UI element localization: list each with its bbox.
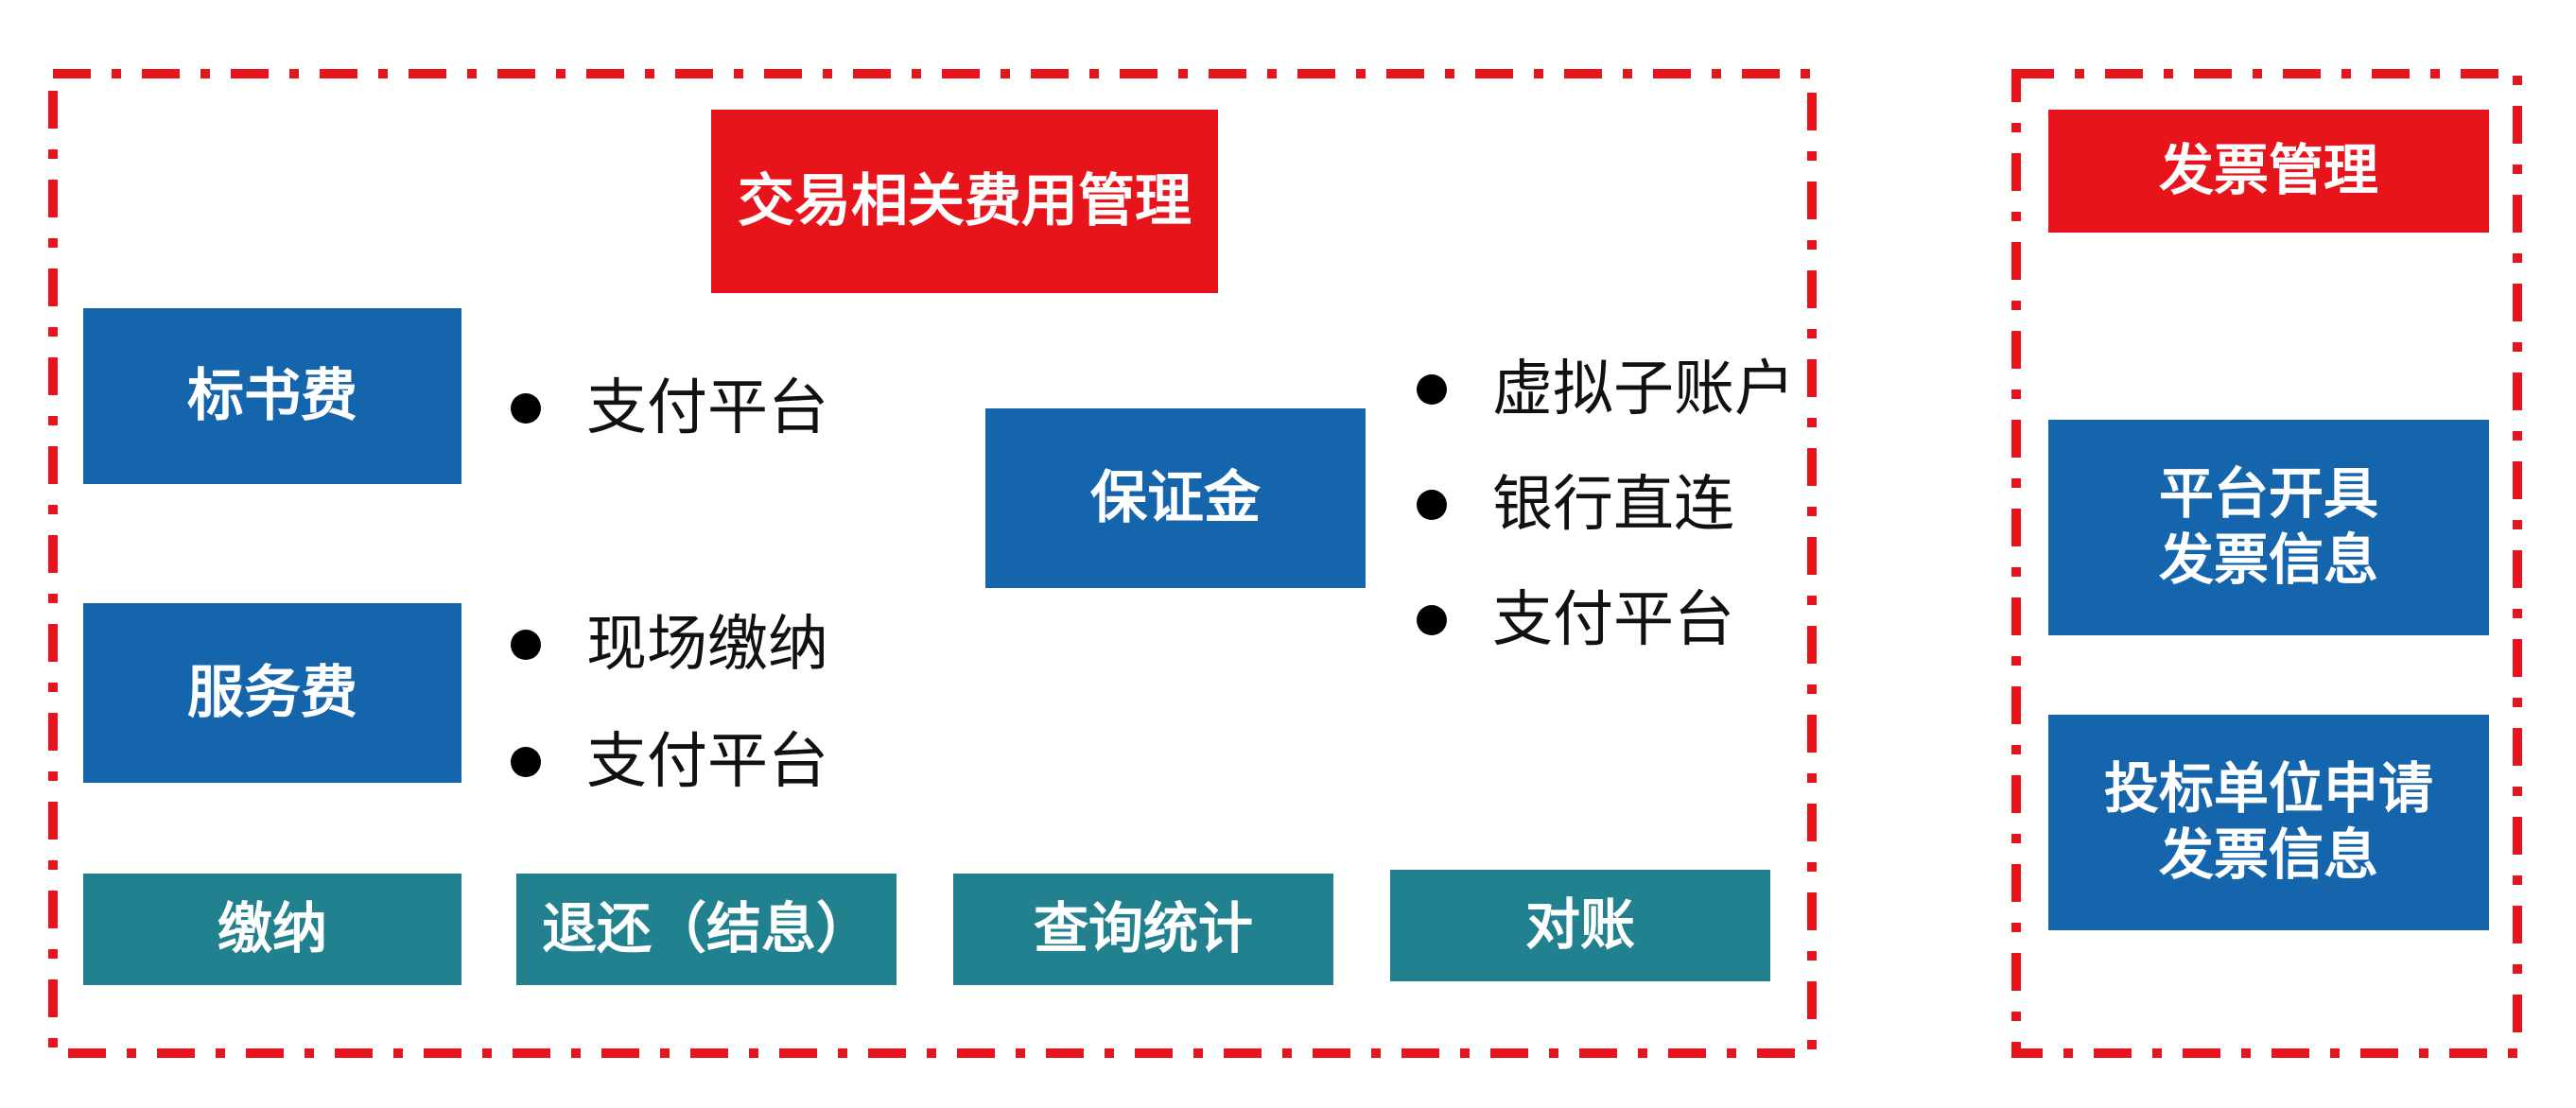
deposit-methods: 虚拟子账户 银行直连 支付平台 — [1417, 352, 1795, 658]
operation-reconciliation: 对账 — [1390, 870, 1770, 981]
operation-pay: 缴纳 — [83, 874, 461, 985]
platform-invoice-line1: 平台开具 — [2158, 461, 2378, 527]
platform-invoice-label: 平台开具 发票信息 — [2159, 461, 2378, 593]
operation-refund-interest: 退还（结息） — [516, 874, 896, 985]
bullet-icon — [1417, 605, 1447, 635]
tender-doc-fee-box: 标书费 — [83, 308, 461, 484]
method-label: 现场缴纳 — [586, 610, 828, 680]
list-item: 现场缴纳 — [511, 607, 828, 683]
fee-management-frame-border — [48, 69, 1817, 1058]
bullet-icon — [511, 393, 541, 424]
bullet-icon — [511, 747, 541, 777]
invoice-management-frame-border — [2011, 69, 2522, 1058]
invoice-management-title: 发票管理 — [2048, 110, 2489, 233]
method-label: 支付平台 — [586, 373, 828, 443]
method-label: 虚拟子账户 — [1492, 355, 1795, 424]
tender-doc-fee-methods: 支付平台 — [511, 371, 828, 446]
list-item: 支付平台 — [511, 724, 828, 800]
bidder-invoice-request-line1: 投标单位申请 — [2103, 756, 2433, 822]
list-item: 支付平台 — [511, 371, 828, 446]
bidder-invoice-request-label: 投标单位申请 发票信息 — [2104, 756, 2433, 888]
service-fee-box: 服务费 — [83, 603, 461, 783]
bidder-invoice-request-line2: 发票信息 — [2158, 822, 2378, 887]
method-label: 支付平台 — [586, 727, 828, 797]
deposit-box: 保证金 — [985, 408, 1366, 588]
method-label: 支付平台 — [1492, 585, 1734, 655]
list-item: 支付平台 — [1417, 582, 1795, 658]
platform-invoice-box: 平台开具 发票信息 — [2048, 420, 2489, 635]
bidder-invoice-request-box: 投标单位申请 发票信息 — [2048, 715, 2489, 930]
list-item: 虚拟子账户 — [1417, 352, 1795, 427]
platform-invoice-line2: 发票信息 — [2158, 528, 2378, 592]
invoice-management-frame — [2011, 69, 2522, 1058]
bullet-icon — [1417, 374, 1447, 405]
bullet-icon — [511, 630, 541, 660]
list-item: 银行直连 — [1417, 467, 1795, 543]
fee-management-frame — [48, 69, 1817, 1058]
service-fee-methods: 现场缴纳 支付平台 — [511, 607, 828, 800]
operation-query-statistics: 查询统计 — [953, 874, 1333, 985]
fee-management-title: 交易相关费用管理 — [711, 110, 1218, 293]
method-label: 银行直连 — [1492, 470, 1734, 540]
bullet-icon — [1417, 490, 1447, 520]
